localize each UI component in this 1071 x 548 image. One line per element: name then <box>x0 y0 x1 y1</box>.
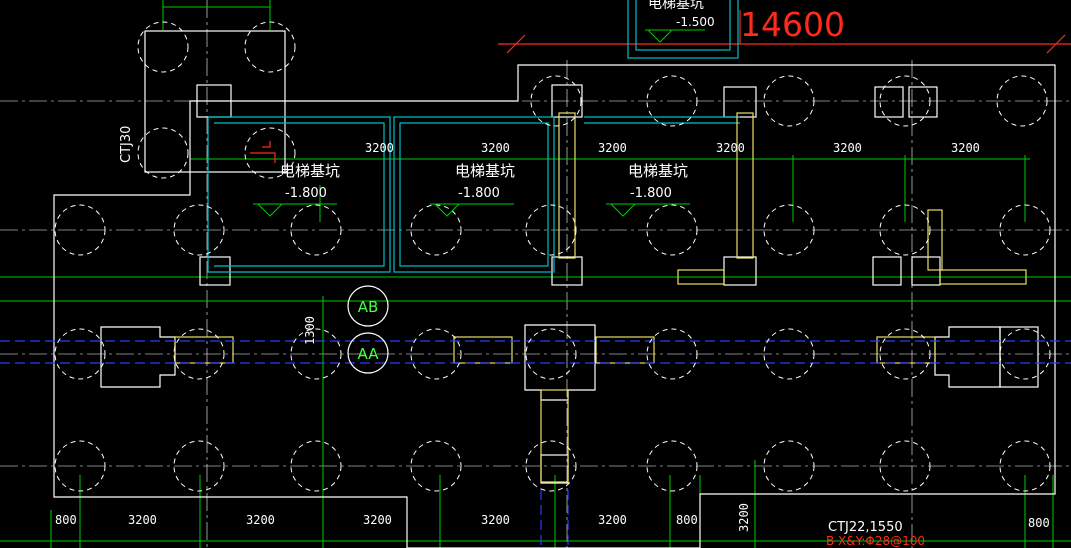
section-mark-icon <box>250 141 276 163</box>
upper-dim: 3200 <box>716 141 745 155</box>
pile-circle <box>54 328 106 380</box>
pile-circle <box>646 328 698 380</box>
upper-dimensions: 3200 3200 3200 3200 3200 3200 <box>365 141 980 155</box>
pit-outlines <box>207 116 740 273</box>
pile-circle <box>173 204 225 256</box>
bottom-dim: 800 <box>1028 516 1050 530</box>
bottom-dim: 3200 <box>246 513 275 527</box>
bottom-dim: 3200 <box>363 513 392 527</box>
axis-label-circles <box>347 285 389 374</box>
pit-2-level: -1.800 <box>458 186 500 201</box>
vertical-dim-right: 3200 <box>737 503 751 532</box>
elevation-triangle-icon <box>645 29 705 43</box>
pit-1-name: 电梯基坑 <box>280 162 340 180</box>
piles <box>54 21 1051 492</box>
pile-circle <box>879 75 931 127</box>
pile-circle <box>646 75 698 127</box>
pile-circle <box>290 440 342 492</box>
top-pit <box>627 0 739 59</box>
pile-circle <box>879 204 931 256</box>
pile-circle <box>525 440 577 492</box>
upper-dim: 3200 <box>365 141 394 155</box>
axis-label-aa: AA <box>358 345 380 363</box>
pile-circle <box>879 328 931 380</box>
vertical-dim-left: 1300 <box>303 316 317 345</box>
pile-circle <box>173 440 225 492</box>
pile-circle <box>646 440 698 492</box>
pile-circle <box>54 204 106 256</box>
bottom-dim: 3200 <box>128 513 157 527</box>
overall-dim-text: 14600 <box>740 5 845 44</box>
pile-circle <box>137 21 189 73</box>
bottom-dim: 3200 <box>598 513 627 527</box>
pile-circle <box>763 204 815 256</box>
pile-circle <box>763 328 815 380</box>
elevation-markers <box>253 203 690 217</box>
axis-label-ab: AB <box>358 298 379 316</box>
upper-dim: 3200 <box>833 141 862 155</box>
top-pit-name: 电梯基坑 <box>648 0 704 12</box>
pile-circle <box>763 75 815 127</box>
bottom-dim: 800 <box>55 513 77 527</box>
pile-circle <box>137 127 189 179</box>
pile-circle <box>173 328 225 380</box>
pile-circle <box>410 440 462 492</box>
pile-circle <box>54 440 106 492</box>
bottom-dim: 3200 <box>481 513 510 527</box>
upper-dim: 3200 <box>481 141 510 155</box>
pit-3-level: -1.800 <box>630 186 672 201</box>
pile-circle <box>525 204 577 256</box>
bottom-dimensions: 800 3200 3200 3200 3200 3200 800 800 <box>55 513 1050 530</box>
pile-circle <box>646 204 698 256</box>
pile-circle <box>290 328 342 380</box>
pile-circle <box>999 328 1051 380</box>
overall-dimension <box>498 10 1071 54</box>
pit-1-level: -1.800 <box>285 186 327 201</box>
pile-circle <box>999 204 1051 256</box>
pile-circle <box>290 204 342 256</box>
upper-dim: 3200 <box>951 141 980 155</box>
pit-2-name: 电梯基坑 <box>455 162 515 180</box>
top-pit-level: -1.500 <box>676 15 715 29</box>
cap-label-name: CTJ22,1550 <box>828 520 903 535</box>
upper-dim: 3200 <box>598 141 627 155</box>
pit-3-name: 电梯基坑 <box>628 162 688 180</box>
cap-label-reinforcement: B X&Y:Φ28@100 <box>826 534 925 548</box>
pile-circle <box>244 21 296 73</box>
pile-cap-tag: CTJ30 <box>119 126 134 163</box>
pile-circle <box>996 75 1048 127</box>
pile-circle <box>999 440 1051 492</box>
bottom-dim: 800 <box>676 513 698 527</box>
pile-circle <box>530 75 582 127</box>
blue-axes <box>0 340 1071 548</box>
pile-circle <box>879 440 931 492</box>
pile-circle <box>410 328 462 380</box>
pile-circle <box>244 127 296 179</box>
pile-circle <box>525 328 577 380</box>
pile-circle <box>763 440 815 492</box>
